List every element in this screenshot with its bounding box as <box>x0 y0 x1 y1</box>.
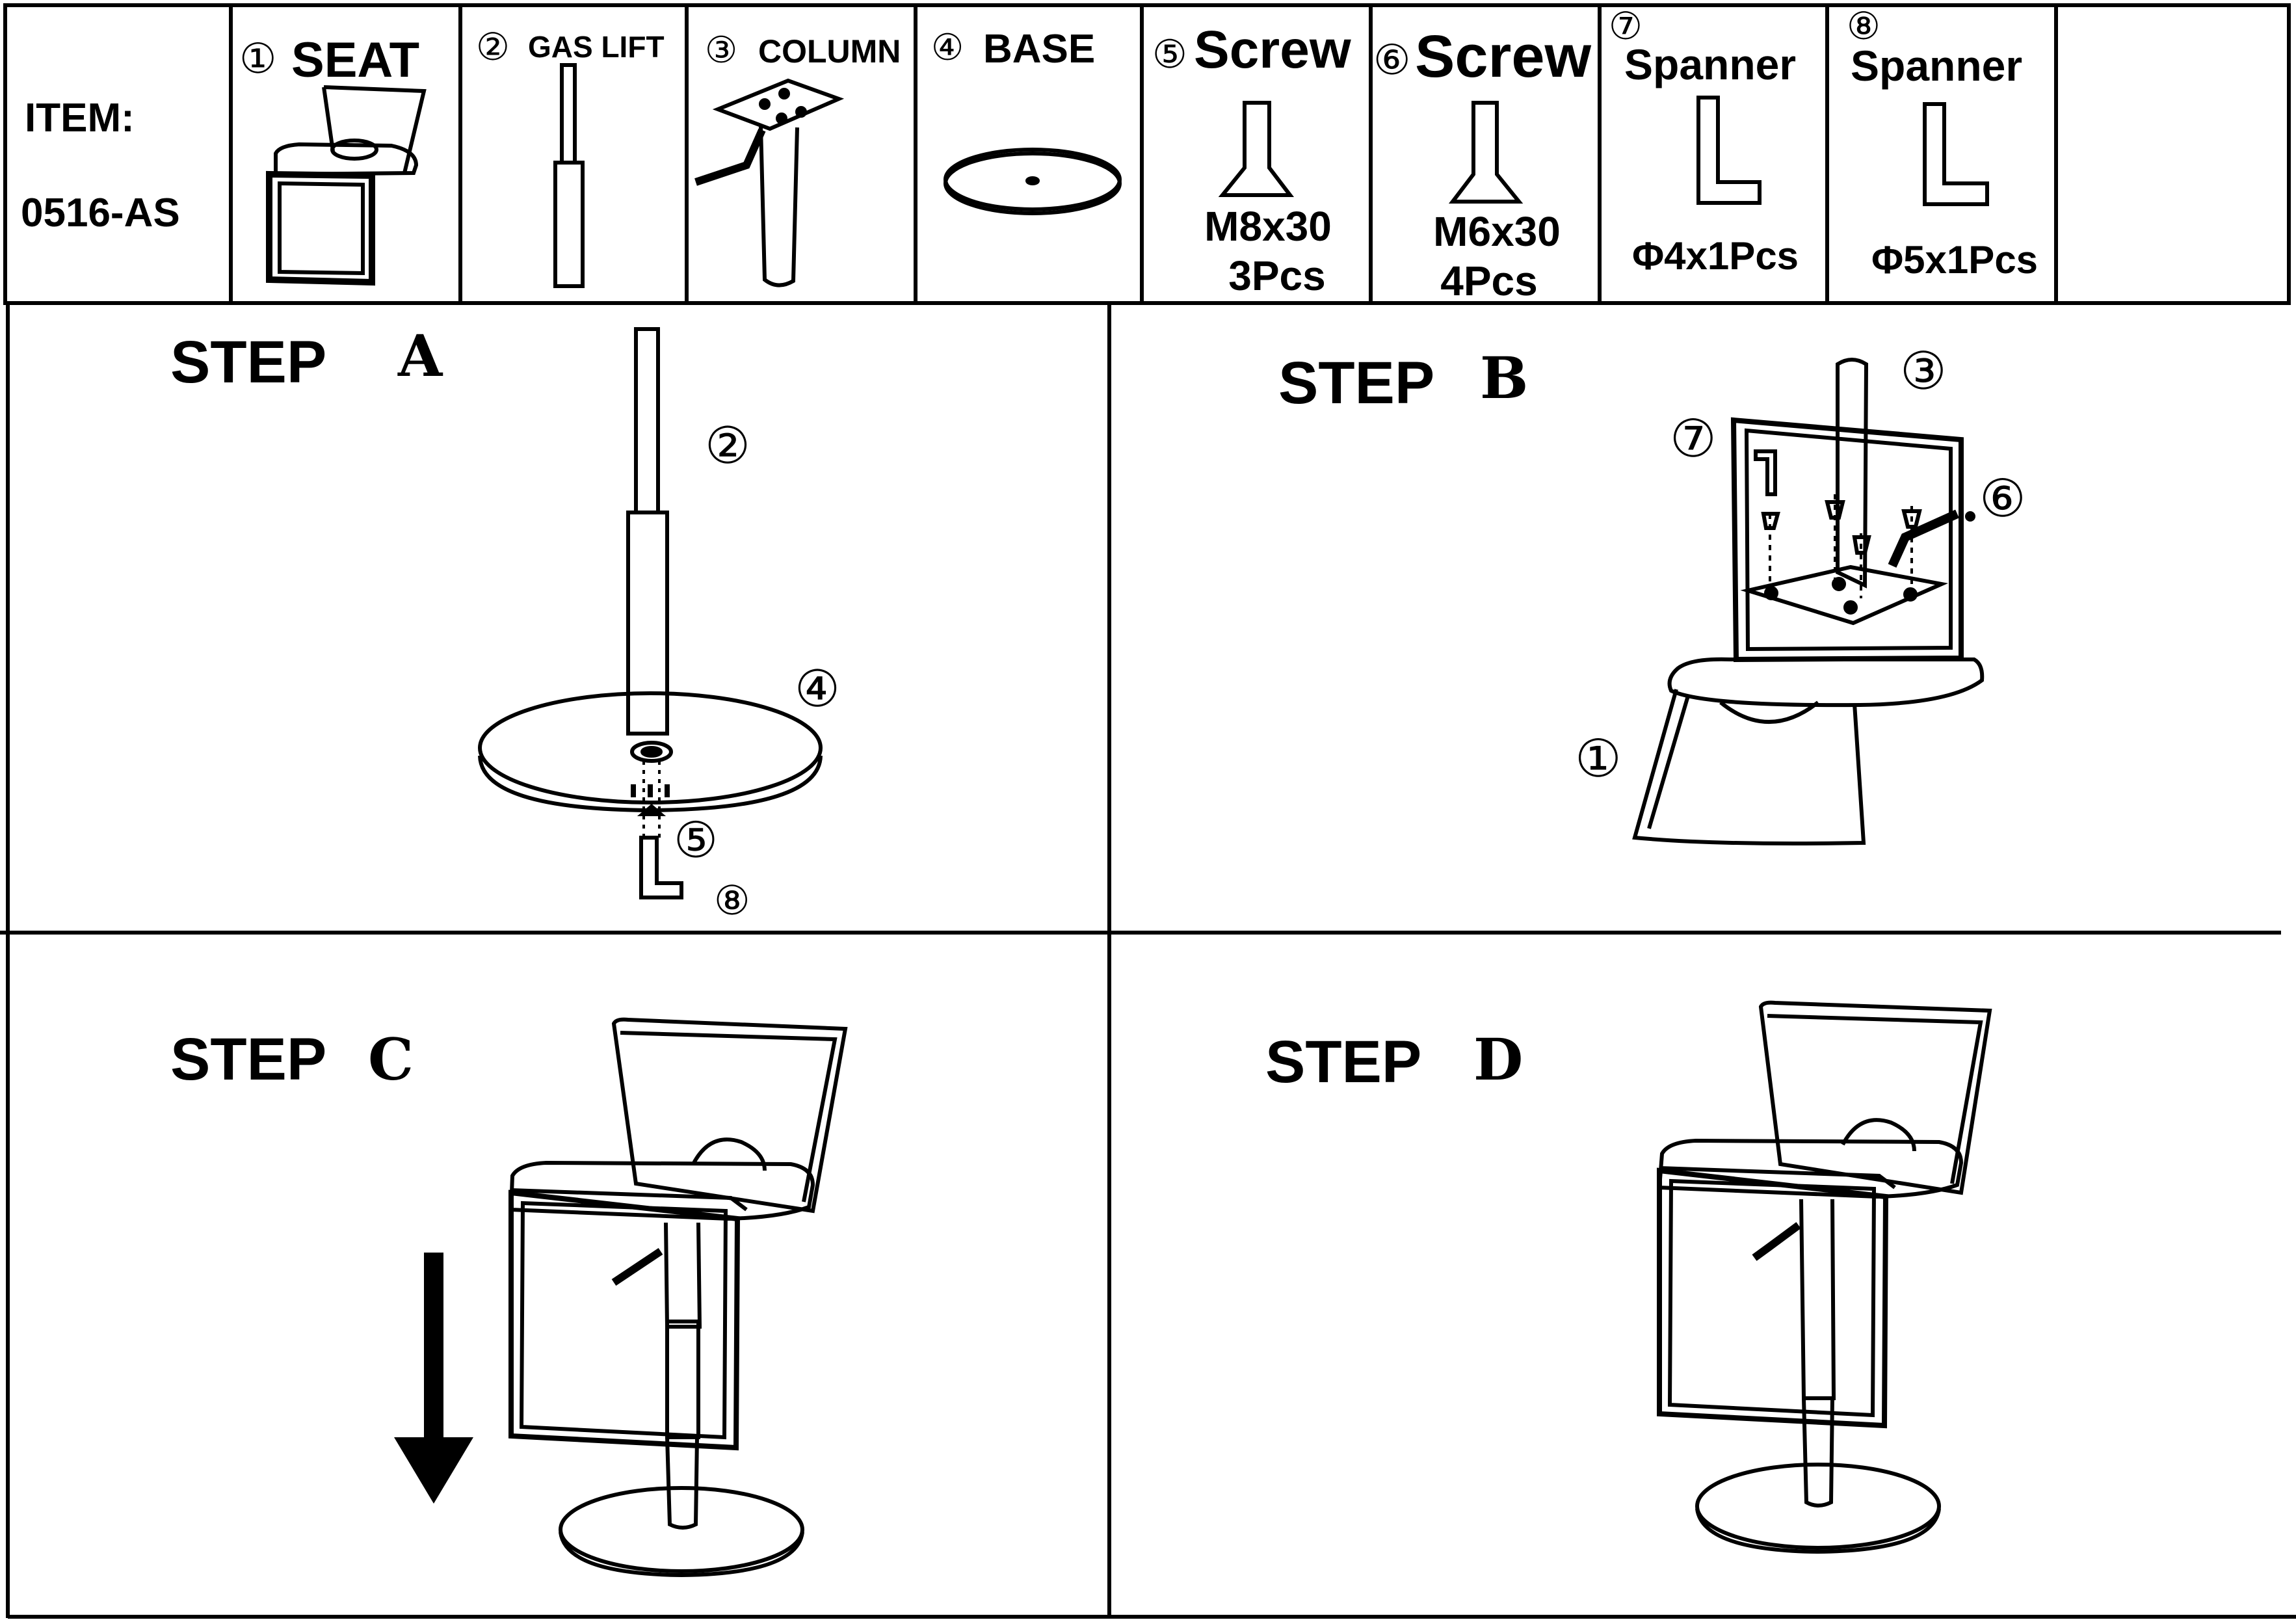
step-d: STEP D <box>1265 1000 1992 1554</box>
step-c: STEP C <box>170 1017 848 1578</box>
seat-inverted-drawing <box>1632 358 1985 845</box>
step-letter: C <box>368 1026 414 1093</box>
spanner-icon <box>1923 102 1989 206</box>
step-word: STEP <box>1278 350 1434 416</box>
callout-gas-lift: ② <box>705 417 750 475</box>
callout-screw: ⑥ <box>1979 468 2026 529</box>
gas-lift-icon <box>553 63 585 288</box>
part-name: Spanner <box>1851 42 2022 90</box>
part-number: ③ <box>705 29 737 72</box>
callout-seat: ① <box>1575 728 1622 789</box>
stool-pressed-drawing <box>508 1017 848 1578</box>
part-column: ③ COLUMN <box>694 29 901 287</box>
part-spanner-4: ⑦ Spanner Φ4x1Pcs <box>1609 4 1799 278</box>
part-base: ④ BASE <box>931 27 1122 215</box>
spanner-icon <box>1696 96 1762 205</box>
part-spec: M6x30 <box>1433 208 1561 255</box>
step-b: STEP B ③ ⑦ ⑥ ① <box>1278 341 2026 845</box>
part-number: ① <box>239 35 276 83</box>
stool-assembled-drawing <box>1657 1000 1992 1554</box>
part-number: ④ <box>931 27 964 69</box>
screw-icon <box>1218 101 1295 197</box>
parts-table <box>3 3 2291 305</box>
down-arrow-icon <box>394 1253 473 1504</box>
step-grid <box>0 303 2296 1619</box>
callout-screw: ⑤ <box>674 811 718 869</box>
item-label: ITEM: <box>25 96 135 140</box>
gas-lift-drawing <box>478 327 823 899</box>
callout-column: ③ <box>1900 341 1947 401</box>
part-name: BASE <box>983 27 1095 72</box>
screw-icon <box>1448 101 1524 204</box>
step-letter: D <box>1473 1026 1523 1093</box>
part-name: COLUMN <box>758 33 901 70</box>
part-number: ⑧ <box>1847 4 1880 48</box>
step-letter: A <box>397 322 443 390</box>
part-number: ⑦ <box>1609 4 1643 48</box>
part-spanner-5: ⑧ Spanner Φ5x1Pcs <box>1847 4 2038 282</box>
part-number: ⑥ <box>1373 36 1410 85</box>
step-word: STEP <box>170 1026 326 1093</box>
part-spec: Φ5x1Pcs <box>1871 238 2038 282</box>
part-name: GAS LIFT <box>528 30 665 64</box>
part-number: ② <box>476 25 510 69</box>
spanner-icon <box>639 836 683 899</box>
callout-spanner: ⑦ <box>1670 408 1717 469</box>
step-letter: B <box>1480 344 1528 412</box>
base-icon <box>943 148 1122 215</box>
part-name: Spanner <box>1624 40 1796 88</box>
part-name: Screw <box>1194 20 1351 79</box>
callout-spanner: ⑧ <box>714 877 750 924</box>
part-screw-m6: ⑥ Screw M6x30 4Pcs <box>1373 23 1591 304</box>
part-name: SEAT <box>291 33 419 88</box>
step-a: STEP A ② ④ ⑤ ⑧ <box>170 322 840 924</box>
part-spec: Φ4x1Pcs <box>1632 234 1799 278</box>
part-gas-lift: ② GAS LIFT <box>476 25 665 288</box>
part-screw-m8: ⑤ Screw M8x30 3Pcs <box>1152 20 1351 299</box>
column-icon <box>694 78 845 287</box>
step-word: STEP <box>1265 1029 1421 1095</box>
part-seat: ① SEAT <box>239 33 427 286</box>
part-name: Screw <box>1415 23 1591 90</box>
part-number: ⑤ <box>1152 32 1187 77</box>
leader-dot <box>1965 511 1975 522</box>
seat-icon <box>266 85 427 286</box>
part-spec: M8x30 <box>1204 203 1332 250</box>
callout-base: ④ <box>795 660 840 719</box>
step-word: STEP <box>170 329 326 395</box>
part-qty: 3Pcs <box>1228 252 1325 299</box>
item-code: 0516-AS <box>21 191 180 235</box>
part-qty: 4Pcs <box>1440 258 1537 304</box>
